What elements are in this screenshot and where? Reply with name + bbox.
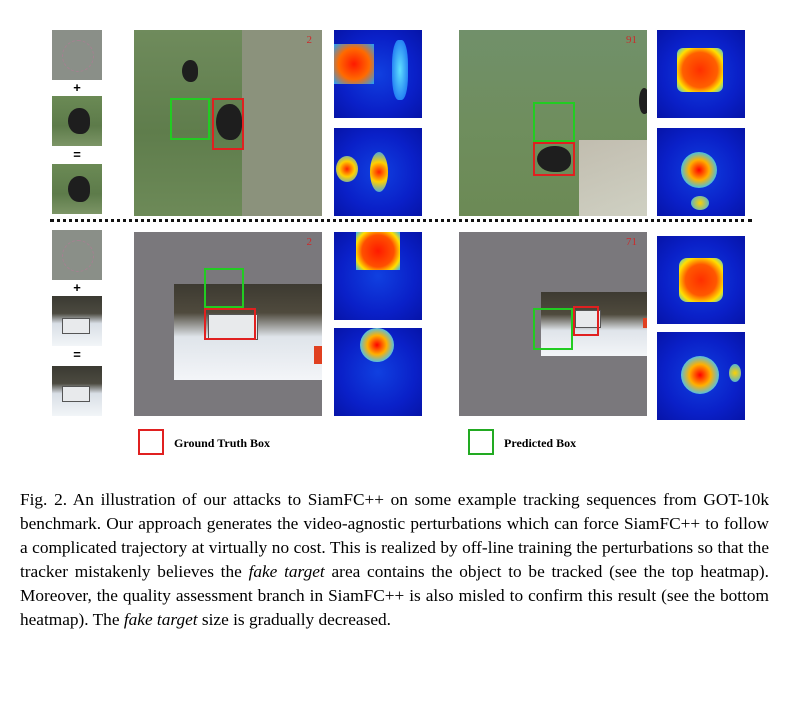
- bottom-frame-2: 71: [459, 232, 647, 416]
- bottom-frame-1: 2: [134, 232, 322, 416]
- top-frame-1-classification-heatmap: [334, 30, 422, 118]
- bottom-frame-1-ground-truth-box: [204, 308, 256, 340]
- bottom-frame-1-predicted-box: [204, 268, 244, 308]
- bottom-template-thumb: [52, 296, 102, 346]
- bottom-frame-2-quality-heatmap: [657, 332, 745, 420]
- caption-label: Fig. 2.: [20, 490, 68, 509]
- top-frame-1-quality-heatmap: [334, 128, 422, 216]
- bottom-plus-sign: +: [73, 280, 81, 295]
- top-frame-2-ground-truth-box: [533, 142, 575, 176]
- top-frame-1-predicted-box: [170, 98, 210, 140]
- bottom-frame-2-ground-truth-box: [573, 306, 599, 336]
- top-frame-1-ground-truth-box: [212, 98, 244, 150]
- row-separator: [50, 219, 752, 222]
- bottom-equals-sign: =: [73, 347, 81, 362]
- top-equals-sign: =: [73, 147, 81, 162]
- caption-emphasis-2: fake target: [123, 610, 198, 629]
- caption-emphasis-1: fake target: [248, 562, 325, 581]
- top-frame-2-predicted-box: [533, 102, 575, 142]
- figure-caption: Fig. 2. An illustration of our attacks t…: [20, 488, 769, 632]
- caption-text-1: An illustration of our attacks to SiamFC…: [20, 490, 769, 581]
- bottom-frame-2-predicted-box: [533, 308, 573, 350]
- top-plus-sign: +: [73, 80, 81, 95]
- bottom-frame-2-number: 71: [626, 236, 637, 248]
- caption-text-2: area contains the object to be tracked (…: [20, 562, 769, 629]
- bottom-perturbation-thumb: [52, 230, 102, 280]
- top-perturbation-thumb: [52, 30, 102, 80]
- ground-truth-legend-swatch: [138, 429, 164, 455]
- top-frame-1: 2: [134, 30, 322, 216]
- caption-text-3: size is gradually decreased.: [201, 610, 391, 629]
- top-frame-2-number: 91: [626, 34, 637, 46]
- predicted-legend-label: Predicted Box: [504, 436, 577, 450]
- bottom-adversarial-thumb: [52, 366, 102, 416]
- top-frame-2-quality-heatmap: [657, 128, 745, 216]
- top-frame-2-classification-heatmap: [657, 30, 745, 118]
- top-frame-1-number: 2: [306, 34, 313, 46]
- bottom-frame-1-classification-heatmap: [334, 232, 422, 320]
- ground-truth-legend-label: Ground Truth Box: [174, 436, 271, 450]
- bottom-frame-1-quality-heatmap: [334, 328, 422, 416]
- bottom-frame-2-classification-heatmap: [657, 236, 745, 324]
- top-frame-2: 91: [459, 30, 647, 216]
- top-template-thumb: [52, 96, 102, 146]
- bottom-frame-1-number: 2: [306, 236, 313, 248]
- top-adversarial-thumb: [52, 164, 102, 214]
- predicted-legend-swatch: [468, 429, 494, 455]
